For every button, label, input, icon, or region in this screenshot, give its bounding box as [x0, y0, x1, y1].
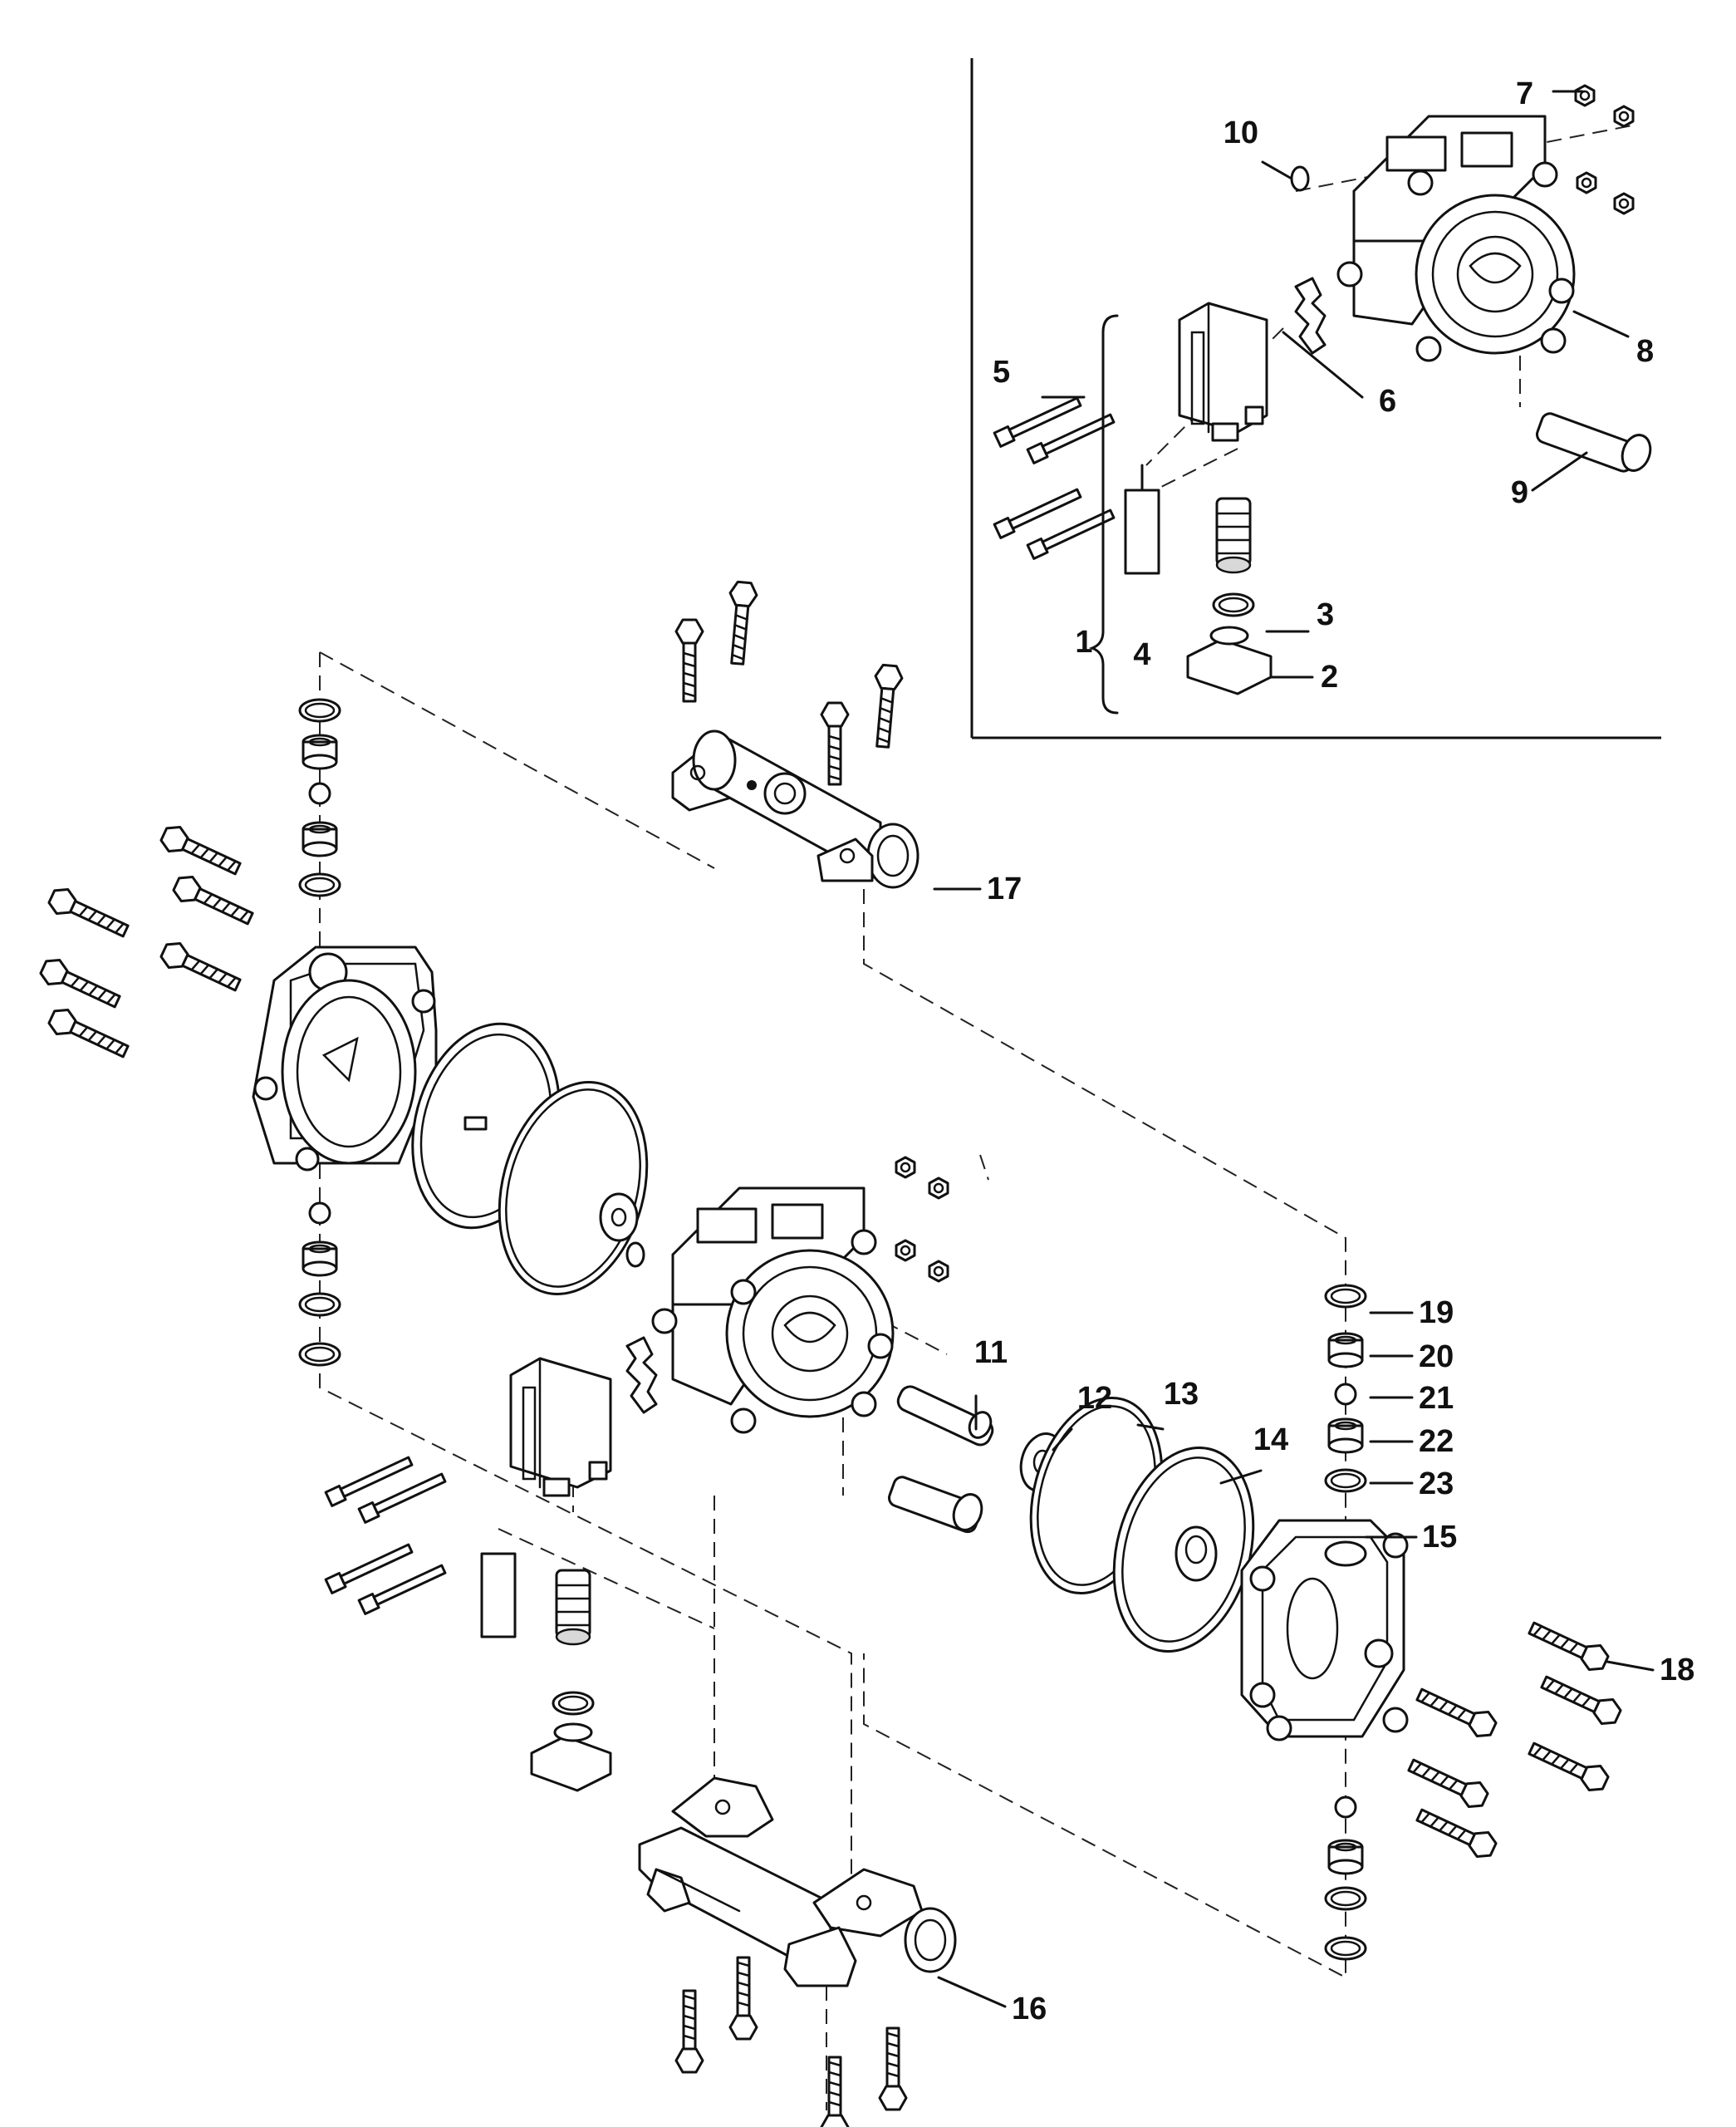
callout-4: 4: [1133, 637, 1150, 672]
callout-1: 1: [1075, 625, 1092, 660]
callout-14: 14: [1253, 1422, 1288, 1457]
callout-3: 3: [1317, 597, 1334, 632]
inset-oring-3: [1212, 592, 1255, 617]
manifold-bolts-bottom: [674, 1956, 908, 2127]
discharge-manifold: [671, 729, 919, 889]
right-bolts: [1404, 1614, 1625, 1863]
left-bolts: [37, 821, 257, 1065]
main-end-cap: [530, 1722, 612, 1792]
inset-end-cap: [1186, 626, 1273, 695]
callout-8: 8: [1636, 334, 1654, 369]
callout-15: 15: [1422, 1520, 1457, 1555]
callout-22: 22: [1419, 1424, 1454, 1459]
inset-nut: [1613, 105, 1635, 128]
inset-pilot-block: [1124, 489, 1160, 575]
callout-12: 12: [1077, 1381, 1112, 1416]
inset-bracket: [1088, 314, 1119, 715]
inset-nut: [1576, 171, 1597, 194]
callout-13: 13: [1164, 1377, 1199, 1412]
callout-5: 5: [993, 355, 1010, 390]
inset-gasket: [1294, 277, 1327, 355]
main-air-valve-block: [509, 1357, 612, 1497]
main-plunger: [888, 1476, 983, 1534]
callout-19: 19: [1419, 1295, 1454, 1330]
inset-detail-frame: [970, 58, 1661, 739]
callout-9: 9: [1511, 475, 1528, 510]
callout-20: 20: [1419, 1339, 1454, 1374]
leader-lines: [933, 90, 1655, 2008]
callout-18: 18: [1660, 1653, 1694, 1687]
right-fluid-chamber: [1240, 1519, 1409, 1741]
callout-10: 10: [1224, 115, 1258, 150]
inset-oring-10: [1290, 165, 1310, 192]
callout-7: 7: [1516, 76, 1533, 111]
callout-6: 6: [1379, 384, 1396, 419]
inset-pilot-spool: [1215, 497, 1252, 574]
diaphragm-shaft: [896, 1385, 994, 1447]
callout-23: 23: [1419, 1466, 1454, 1501]
main-pilot-spool: [555, 1569, 591, 1646]
main-pilot-oring: [552, 1691, 595, 1716]
main-gasket: [625, 1336, 658, 1414]
left-fluid-chamber: [252, 946, 438, 1172]
main-pilot-block: [480, 1552, 517, 1638]
inset-nut: [1574, 84, 1596, 107]
inset-center-body: [1336, 115, 1576, 362]
callout-2: 2: [1321, 660, 1338, 695]
callout-11: 11: [974, 1335, 1008, 1370]
main-center-body: [625, 1186, 895, 1434]
inset-nut: [1613, 192, 1635, 215]
callout-21: 21: [1419, 1381, 1454, 1416]
main-nuts: [895, 1156, 949, 1283]
inset-plunger: [1536, 412, 1652, 473]
callout-16: 16: [1012, 1992, 1047, 2026]
main-cap-screws: [324, 1452, 449, 1615]
inlet-manifold: [638, 1776, 957, 1987]
callout-17: 17: [987, 872, 1022, 906]
callout-labels: 1 2 3 4 5 6 7 8 9 10 11 12 13 14 15 16 1…: [974, 76, 1694, 2026]
inset-parts: [993, 84, 1652, 715]
inset-air-valve-block: [1178, 302, 1268, 442]
left-diaphragm: [411, 1022, 649, 1295]
